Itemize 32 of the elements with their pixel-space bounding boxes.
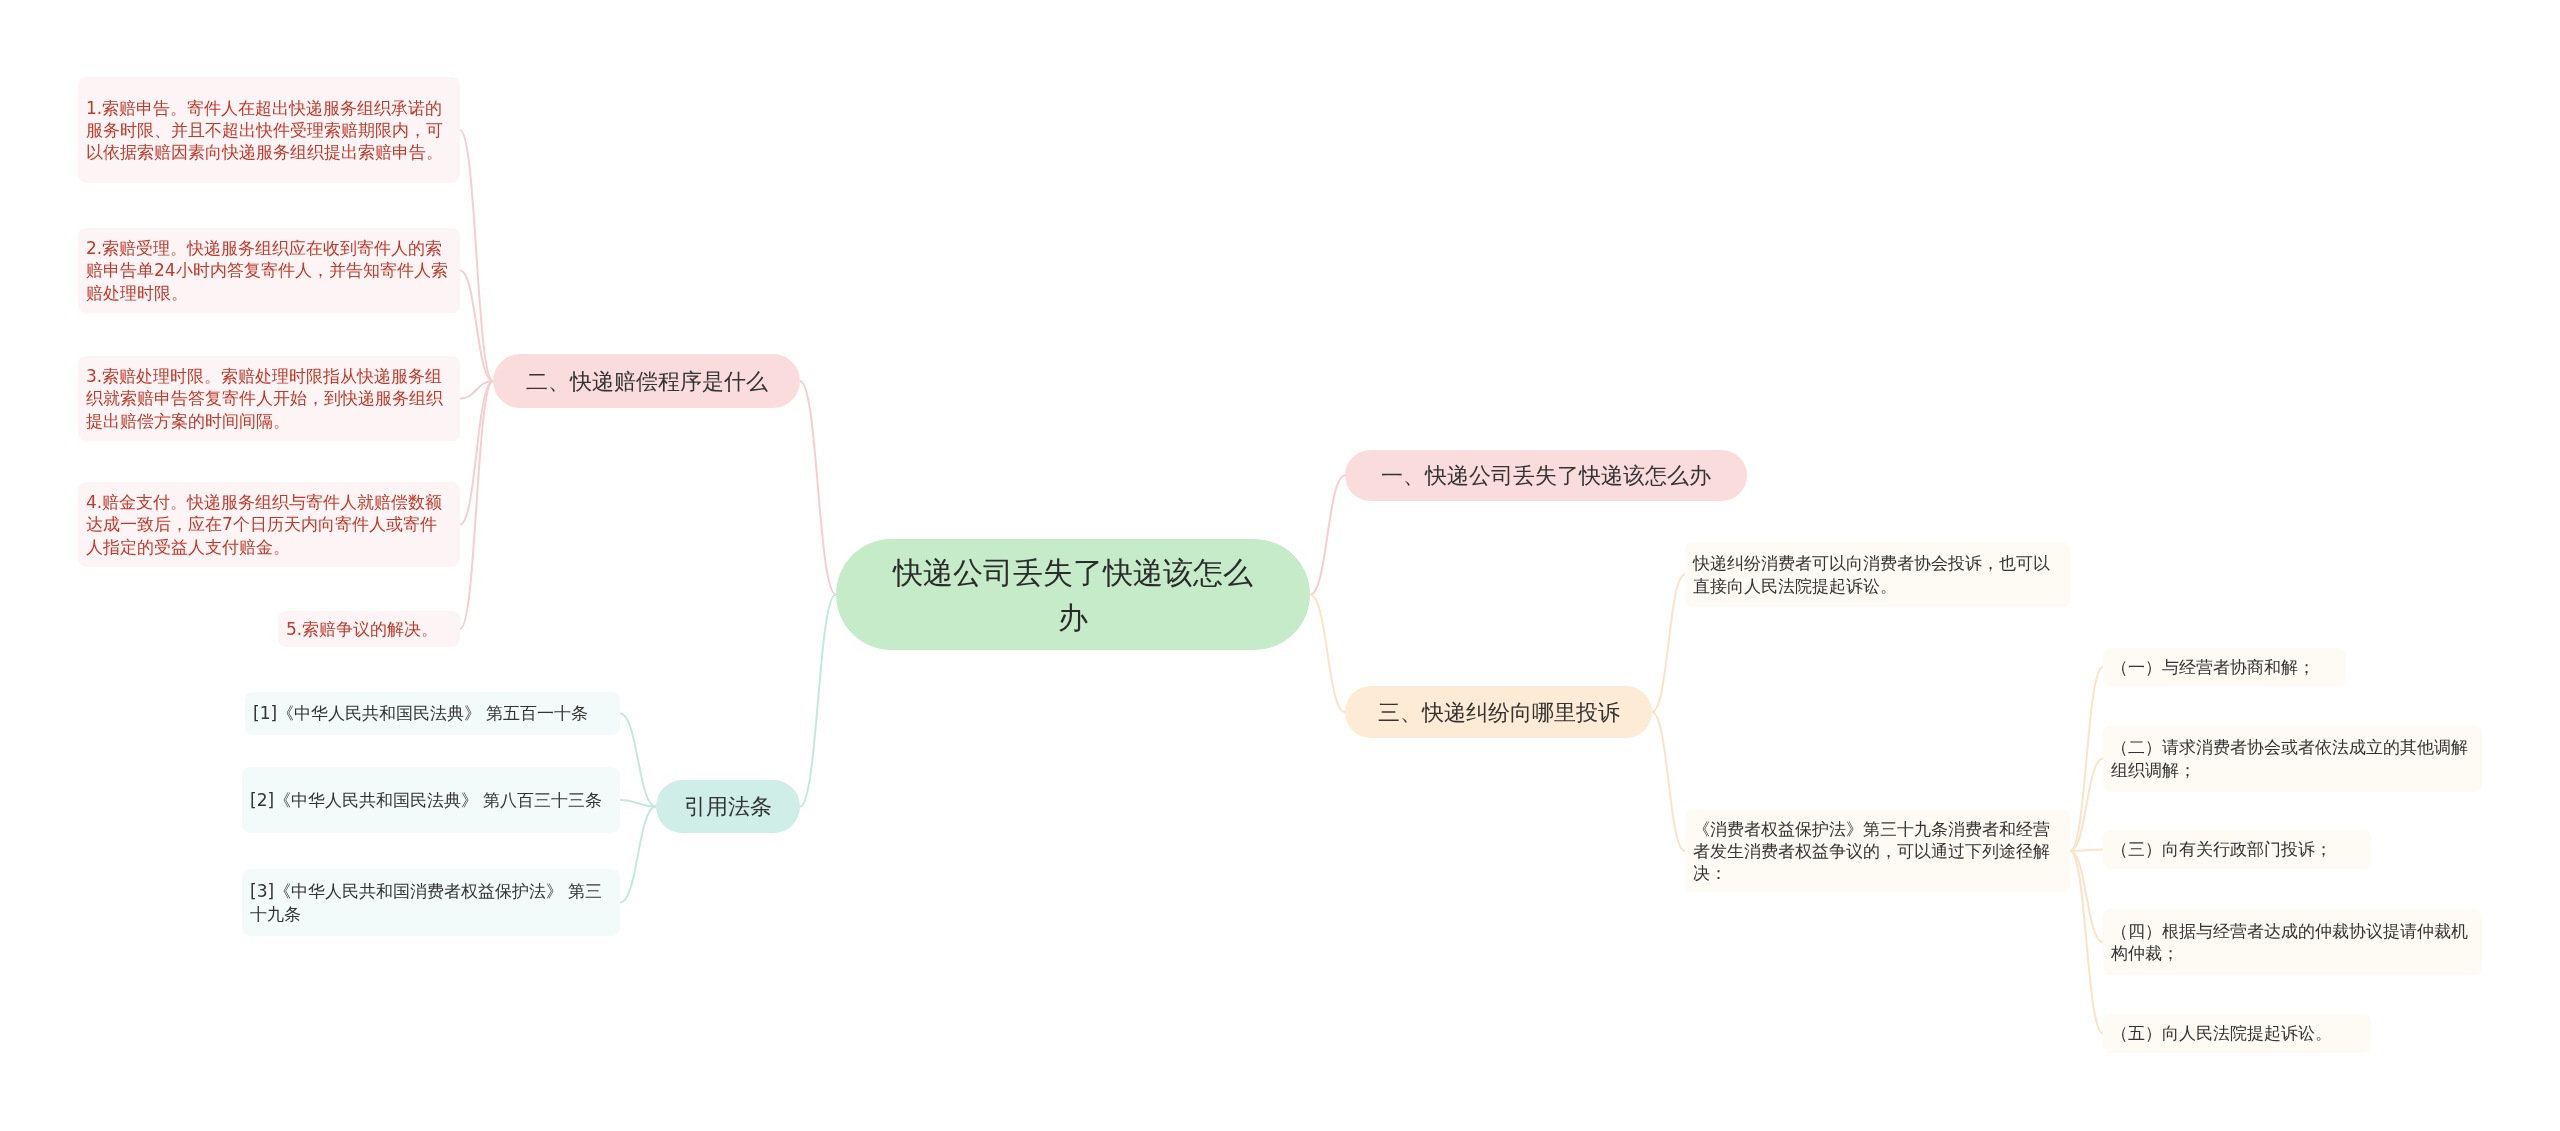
leaf-topic: [2]《中华人民共和国民法典》 第八百三十三条 — [242, 767, 620, 833]
branch-topic: 二、快递赔偿程序是什么 — [493, 354, 800, 408]
leaf-topic: 2.索赔受理。快递服务组织应在收到寄件人的索赔申告单24小时内答复寄件人，并告知寄件人索赔处理时限。 — [78, 228, 460, 313]
leaf-topic: （二）请求消费者协会或者依法成立的其他调解组织调解； — [2103, 725, 2482, 792]
branch-topic: 三、快递纠纷向哪里投诉 — [1345, 686, 1652, 738]
branch-topic: 一、快递公司丢失了快递该怎么办 — [1345, 450, 1747, 501]
connector-line — [459, 269, 494, 382]
leaf-topic: （五）向人民法院提起诉讼。 — [2103, 1014, 2371, 1053]
central-topic: 快递公司丢失了快递该怎么办 — [836, 539, 1310, 650]
leaf-topic: [1]《中华人民共和国民法典》 第五百一十条 — [245, 692, 620, 735]
leaf-topic: 4.赔金支付。快递服务组织与寄件人就赔偿数额达成一致后，应在7个日历天内向寄件人或寄件人指定的受益人支付赔金。 — [78, 482, 460, 567]
leaf-topic: [3]《中华人民共和国消费者权益保护法》 第三十九条 — [242, 869, 620, 936]
branch-topic: 引用法条 — [656, 780, 800, 833]
connector-line — [1309, 593, 1346, 713]
connector-line — [799, 380, 837, 596]
leaf-topic: 1.索赔申告。寄件人在超出快递服务组织承诺的服务时限、并且不超出快件受理索赔期限内，可以依据索赔因素向快递服务组织提出索赔申告。 — [78, 77, 460, 183]
leaf-topic: 5.索赔争议的解决。 — [278, 611, 460, 647]
leaf-topic: （三）向有关行政部门投诉； — [2103, 830, 2371, 869]
leaf-topic: 《消费者权益保护法》第三十九条消费者和经营者发生消费者权益争议的，可以通过下列途径解决： — [1685, 810, 2070, 892]
connector-line — [1651, 573, 1686, 713]
connector-line — [1651, 711, 1686, 852]
connector-line — [459, 380, 494, 630]
leaf-topic: （四）根据与经营者达成的仲裁协议提请仲裁机构仲裁； — [2103, 909, 2482, 975]
leaf-topic: （一）与经营者协商和解； — [2103, 648, 2346, 686]
connector-line — [2069, 666, 2104, 852]
leaf-topic: 快递纠纷消费者可以向消费者协会投诉，也可以直接向人民法院提起诉讼。 — [1685, 542, 2070, 607]
leaf-topic: 3.索赔处理时限。索赔处理时限指从快递服务组织就索赔申告答复寄件人开始，到快递服务组织提出赔偿方案的时间间隔。 — [78, 356, 460, 441]
connector-line — [1309, 474, 1346, 596]
connector-line — [2069, 850, 2104, 1035]
connector-line — [459, 129, 494, 382]
connector-line — [619, 805, 657, 904]
connector-line — [799, 593, 837, 808]
